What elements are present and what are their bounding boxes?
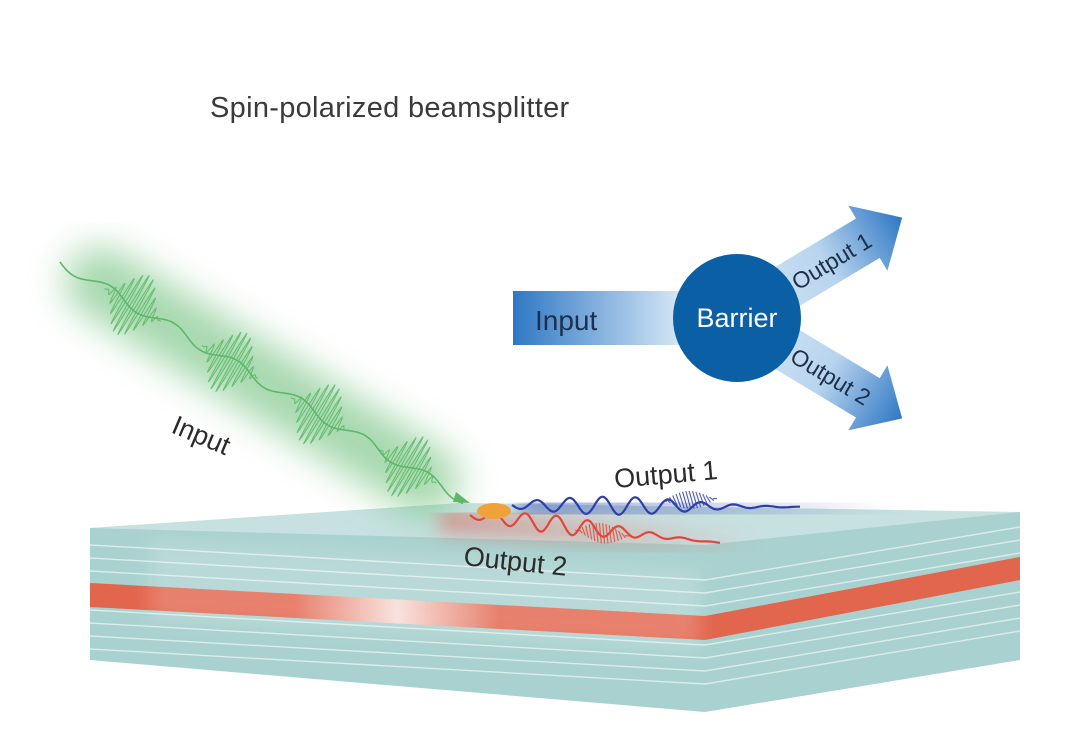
input-wave-packet <box>104 274 162 336</box>
wave-hatch-line <box>685 490 692 509</box>
wave-hatch-line <box>611 526 616 543</box>
output1-wave-group <box>511 490 901 525</box>
wave-hatch-line <box>581 526 586 536</box>
slab-layer-line <box>89 617 1021 672</box>
figure-title: Spin-polarized beamsplitter <box>210 92 570 124</box>
input-wave-packet <box>290 384 348 445</box>
wave-hatch-line <box>668 496 675 505</box>
wave-hatch-line <box>608 525 612 543</box>
wave-hatch-line <box>614 528 619 541</box>
wave-hatch-line <box>618 530 623 540</box>
output1-hatch <box>663 490 717 509</box>
input-wave-packets <box>104 274 437 497</box>
schematic-barrier-label: Barrier <box>696 303 777 333</box>
slab-glow <box>150 540 700 650</box>
wave-hatch-line <box>709 496 715 501</box>
output2-wave-group <box>438 507 762 558</box>
input-wave-packet <box>201 331 259 393</box>
wave-hatch-line <box>602 523 606 544</box>
wave-hatch-line <box>675 493 682 508</box>
wave-hatch-line <box>588 524 593 540</box>
illustration-output1-label: Output 1 <box>613 455 719 494</box>
wave-hatch-line <box>665 498 671 504</box>
wave-hatch-line <box>598 522 602 544</box>
beamsplitter-schematic: Output 1 Output 2 Barrier Input <box>513 205 903 431</box>
output2-wave <box>469 511 721 544</box>
barrier-spot <box>477 503 511 519</box>
output2-hatch <box>575 522 629 544</box>
wave-hatch-line <box>672 495 678 507</box>
schematic-barrier-circle <box>673 254 801 382</box>
input-wave-arrowhead <box>453 492 470 503</box>
wave-hatch-line <box>681 491 689 509</box>
input-wave-group <box>59 247 470 515</box>
wave-hatch-line <box>695 491 702 508</box>
wave-hatch-line <box>621 532 626 539</box>
wave-hatch-line <box>578 528 583 534</box>
wave-hatch-line <box>698 492 705 507</box>
wave-hatch-line <box>605 524 609 544</box>
schematic-input-label: Input <box>535 305 597 336</box>
wave-hatch-line <box>595 522 599 543</box>
wave-hatch-line <box>705 495 712 503</box>
input-wave-packet <box>379 436 437 497</box>
wave-hatch-line <box>691 491 699 509</box>
wave-hatch-line <box>678 492 685 509</box>
wave-hatch-line <box>702 493 708 505</box>
slab-layer-line <box>89 604 1021 659</box>
wave-hatch-line <box>585 525 590 538</box>
schematic-input-arrow <box>513 291 698 345</box>
input-wave-line <box>59 261 464 504</box>
slab-layer-line <box>89 630 1021 685</box>
wave-hatch-line <box>592 523 596 542</box>
wave-hatch-line <box>688 490 695 509</box>
output1-glow <box>519 492 901 525</box>
output1-wave <box>511 495 800 516</box>
illustration-input-label: Input <box>168 410 235 461</box>
